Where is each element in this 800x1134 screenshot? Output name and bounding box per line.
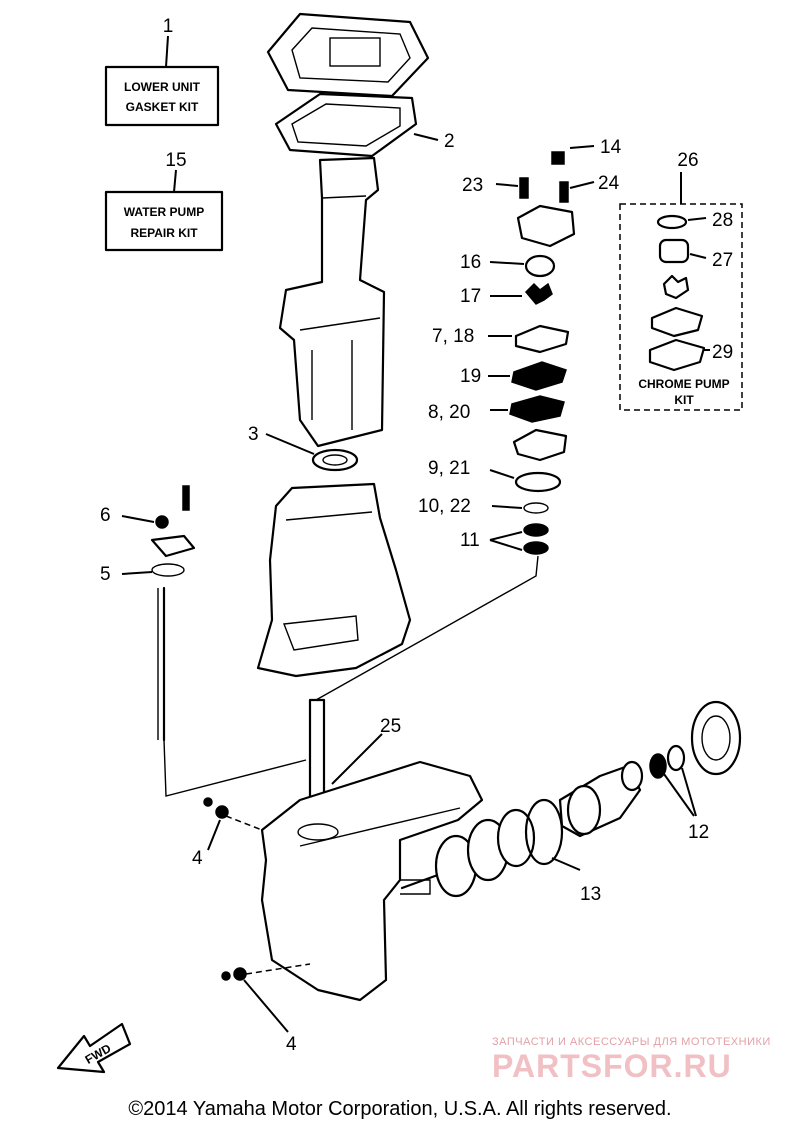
water-pump-parts [488,145,595,555]
callout-4-upper: 4 [192,848,203,869]
callout-17: 17 [460,286,481,307]
fwd-arrow: FWD [56,1022,132,1074]
callout-24: 24 [598,173,620,194]
callout-6: 6 [100,505,111,526]
watermark-logo: PARTSFOR.RU [492,1048,732,1084]
upper-casing [278,156,386,448]
shift-rod-assembly [121,485,196,742]
lower-unit-gasket-kit-box: LOWER UNIT GASKET KIT [104,35,220,127]
watermark-tagline: ЗАПЧАСТИ И АКСЕССУАРЫ ДЛЯ МОТОТЕХНИКИ [492,1036,771,1048]
callout-26: 26 [677,150,698,171]
chrome-box-line1: CHROME PUMP [638,377,729,391]
callout-10-22: 10, 22 [418,496,471,517]
callout-12: 12 [688,822,709,843]
callout-16: 16 [460,252,481,273]
chrome-pump-parts [648,214,710,372]
bolt-4-lower [221,963,311,1033]
water-pump-box-line1: WATER PUMP [124,205,204,219]
lower-unit-box-line2: GASKET KIT [126,100,199,114]
callout-19: 19 [460,366,481,387]
callout-7-18: 7, 18 [432,326,474,347]
callout-14: 14 [600,137,622,158]
callout-25: 25 [380,716,401,737]
callout-11: 11 [460,530,480,551]
copyright-notice: ©2014 Yamaha Motor Corporation, U.S.A. A… [128,1098,672,1120]
water-pump-box-line2: REPAIR KIT [130,226,198,240]
chrome-pump-kit-box: CHROME PUMP KIT [619,172,743,411]
lower-gearcase [260,760,484,1002]
gasket-2 [274,92,439,158]
exhaust-housing [256,482,412,678]
callout-15: 15 [165,150,186,171]
water-pump-repair-kit-box: WATER PUMP REPAIR KIT [104,169,224,252]
bolt-4-upper [203,797,263,851]
callout-4-lower: 4 [286,1034,297,1055]
seal-3 [265,433,359,472]
lower-unit-box-line1: LOWER UNIT [124,80,201,94]
callout-3: 3 [248,424,259,445]
callout-28: 28 [712,210,733,231]
callout-13: 13 [580,884,601,905]
chrome-box-line2: KIT [674,393,694,407]
callout-1: 1 [163,16,174,37]
callout-9-21: 9, 21 [428,458,470,479]
callout-5: 5 [100,564,111,585]
callout-2: 2 [444,131,455,152]
callout-23: 23 [462,175,483,196]
prop-shaft-parts [400,700,742,898]
callout-8-20: 8, 20 [428,402,470,423]
upper-cover [266,12,430,98]
callout-27: 27 [712,250,733,271]
callout-29: 29 [712,342,733,363]
